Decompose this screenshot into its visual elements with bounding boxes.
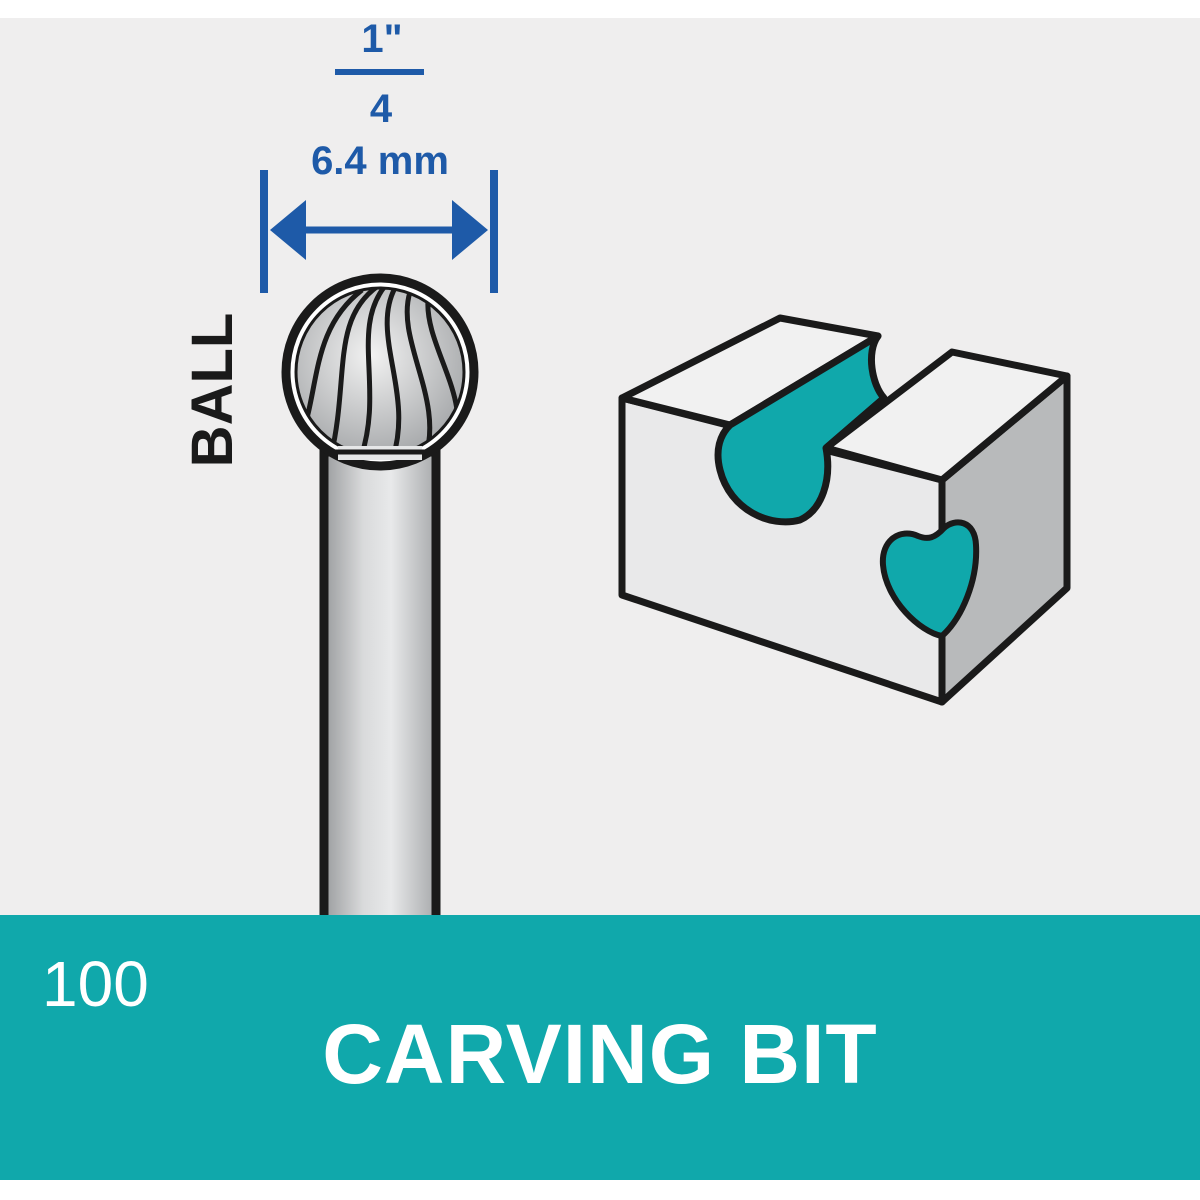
bit-shaft — [319, 447, 441, 927]
dimension-fraction-denominator: 4 — [370, 87, 393, 131]
dimension-arrow-icon — [260, 170, 498, 293]
dimension-fraction-numerator: 1" — [361, 17, 402, 61]
product-title: CARVING BIT — [322, 1007, 878, 1101]
bit-shape-label: BALL — [180, 313, 245, 468]
dimension-metric: 6.4 mm — [311, 139, 449, 183]
dimension-indicator: 1" 4 6.4 mm — [260, 17, 498, 293]
carved-channel — [714, 332, 888, 526]
ball-bit-icon — [281, 273, 479, 927]
model-number: 100 — [42, 948, 149, 1020]
footer-band — [0, 915, 1200, 1180]
carved-block-icon — [618, 314, 1071, 706]
block-top-right — [822, 348, 1071, 484]
heart-carving — [879, 519, 980, 639]
